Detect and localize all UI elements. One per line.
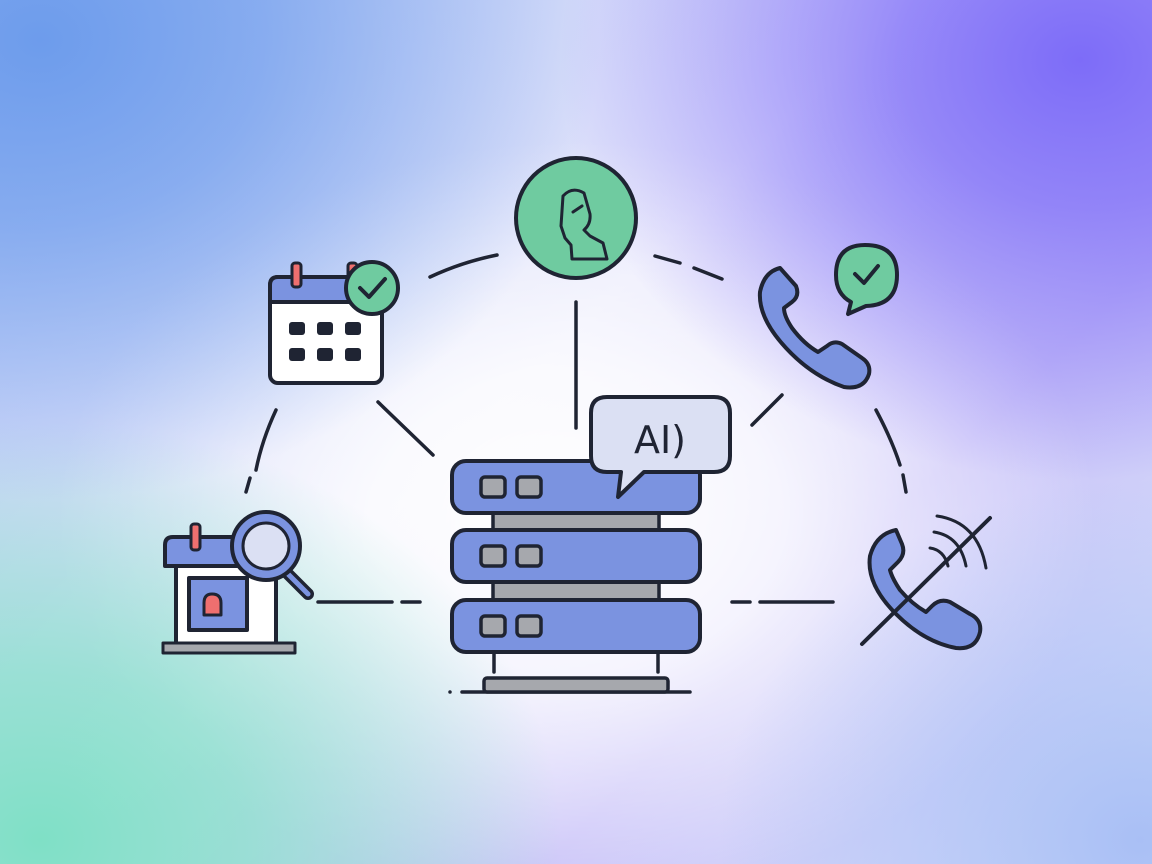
missed-call-icon [860, 514, 992, 651]
person-avatar-icon [514, 156, 638, 280]
calendar-check-icon [268, 260, 400, 385]
ai-server-icon: AI) [448, 395, 732, 694]
ai-bubble-text: AI) [634, 418, 686, 462]
connector-lines [244, 253, 908, 604]
phone-message-icon [757, 243, 899, 390]
store-search-icon [161, 510, 314, 655]
